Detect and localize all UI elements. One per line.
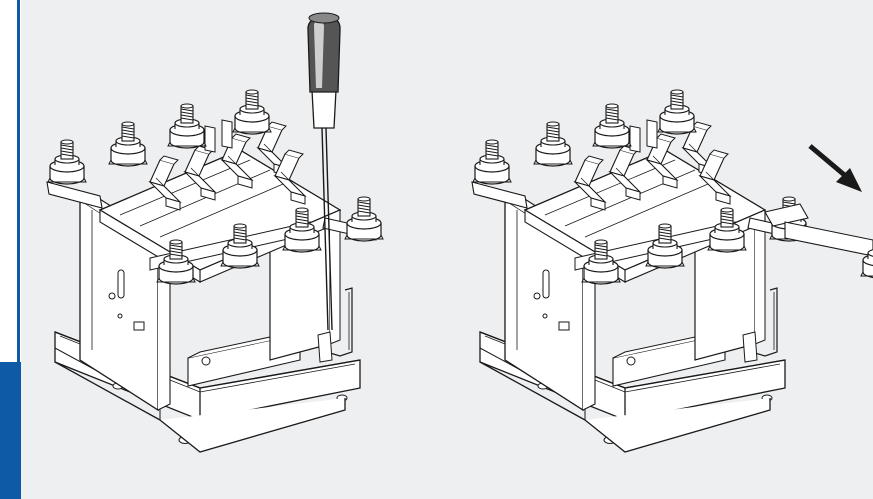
accent-line [17,0,20,362]
left-assembly-diagram [47,12,383,452]
assembly-illustration [21,12,873,499]
right-assembly-diagram [472,90,873,452]
accent-block [0,362,21,499]
screwdriver-icon [307,12,341,331]
side-accent-rail [0,0,21,499]
illustration-stage [21,0,873,499]
arrow-icon [808,144,862,192]
